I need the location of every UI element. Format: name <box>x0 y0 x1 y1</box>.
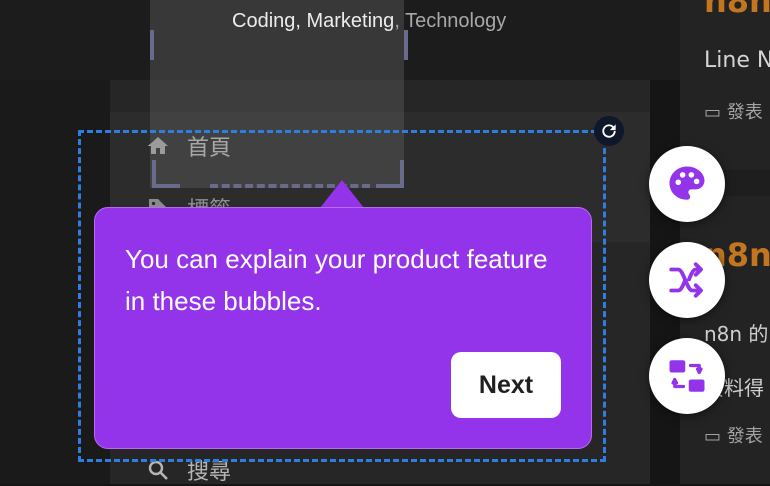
ghost-corner <box>152 160 180 188</box>
swap-button[interactable] <box>649 338 725 414</box>
search-icon <box>145 457 171 483</box>
tour-highlight-frame <box>78 130 606 462</box>
post-excerpt: n8n 的 <box>704 322 769 346</box>
post-title[interactable]: n8n <box>704 0 770 20</box>
sidebar-item-label: 首頁 <box>187 136 232 161</box>
ghost-corner <box>150 30 160 60</box>
tour-bubble: You can explain your product feature in … <box>94 207 592 449</box>
refresh-icon[interactable] <box>594 116 624 146</box>
tour-bubble-arrow <box>320 180 364 208</box>
ghost-corner <box>398 30 408 60</box>
swap-icon <box>669 360 705 392</box>
post-meta: ▭ 發表 <box>704 102 763 123</box>
sidebar-item-label: 搜尋 <box>187 460 232 485</box>
post-meta: ▭ 發表 <box>704 426 763 447</box>
dragged-element-ghost <box>150 0 404 188</box>
post-excerpt: Line N <box>704 48 770 73</box>
top-background <box>0 0 680 80</box>
ghost-edge <box>210 184 370 188</box>
post-card[interactable] <box>680 0 770 170</box>
shuffle-button[interactable] <box>649 242 725 318</box>
palette-icon <box>669 166 705 200</box>
ghost-corner <box>376 160 404 188</box>
calendar-icon: ▭ <box>704 426 727 447</box>
shuffle-icon <box>669 262 703 298</box>
tour-message: You can explain your product feature in … <box>125 244 548 316</box>
palette-button[interactable] <box>649 146 725 222</box>
sidebar-item-search[interactable]: 搜尋 <box>145 454 231 486</box>
calendar-icon: ▭ <box>704 102 727 123</box>
home-icon <box>145 133 171 159</box>
sidebar-item-home[interactable]: 首頁 <box>145 130 231 162</box>
next-button[interactable]: Next <box>451 352 561 418</box>
tags-line: Coding, Marketing, Technology <box>232 10 507 32</box>
left-background <box>0 0 110 484</box>
